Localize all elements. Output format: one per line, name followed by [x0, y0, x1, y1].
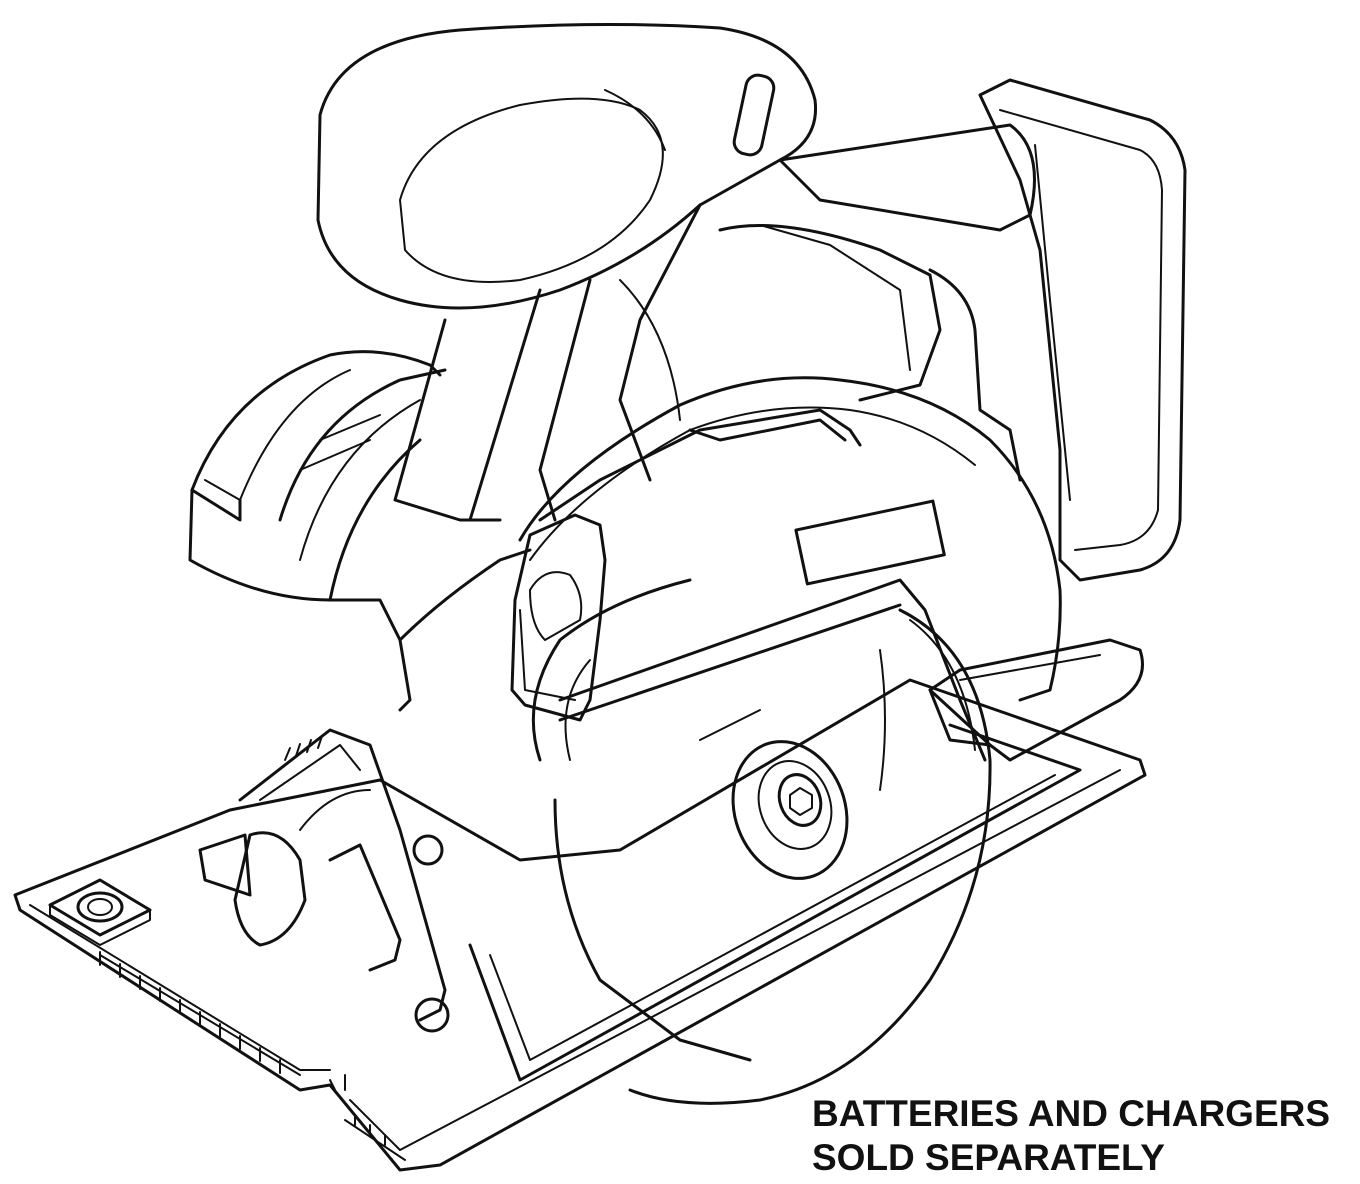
blade-guard: [518, 376, 1062, 762]
note-line-1: BATTERIES AND CHARGERS: [812, 1093, 1331, 1134]
accessory-note: BATTERIES AND CHARGERS SOLD SEPARATELY: [812, 1092, 1352, 1180]
lower-guard: [553, 578, 987, 1062]
shoe-plate: [13, 678, 1147, 1172]
battery-pack: [978, 78, 1187, 582]
shoe-scale: [99, 951, 406, 1161]
note-line-2: SOLD SEPARATELY: [812, 1137, 1165, 1178]
bevel-quadrant: [198, 728, 450, 1033]
depth-lever: [928, 638, 1144, 762]
arbor-bolt: [731, 740, 849, 880]
motor-housing: [188, 350, 532, 712]
handle-column: [393, 203, 702, 522]
front-knob: [510, 513, 607, 722]
top-handle: [316, 22, 1036, 482]
blade-clamp: [48, 878, 152, 946]
